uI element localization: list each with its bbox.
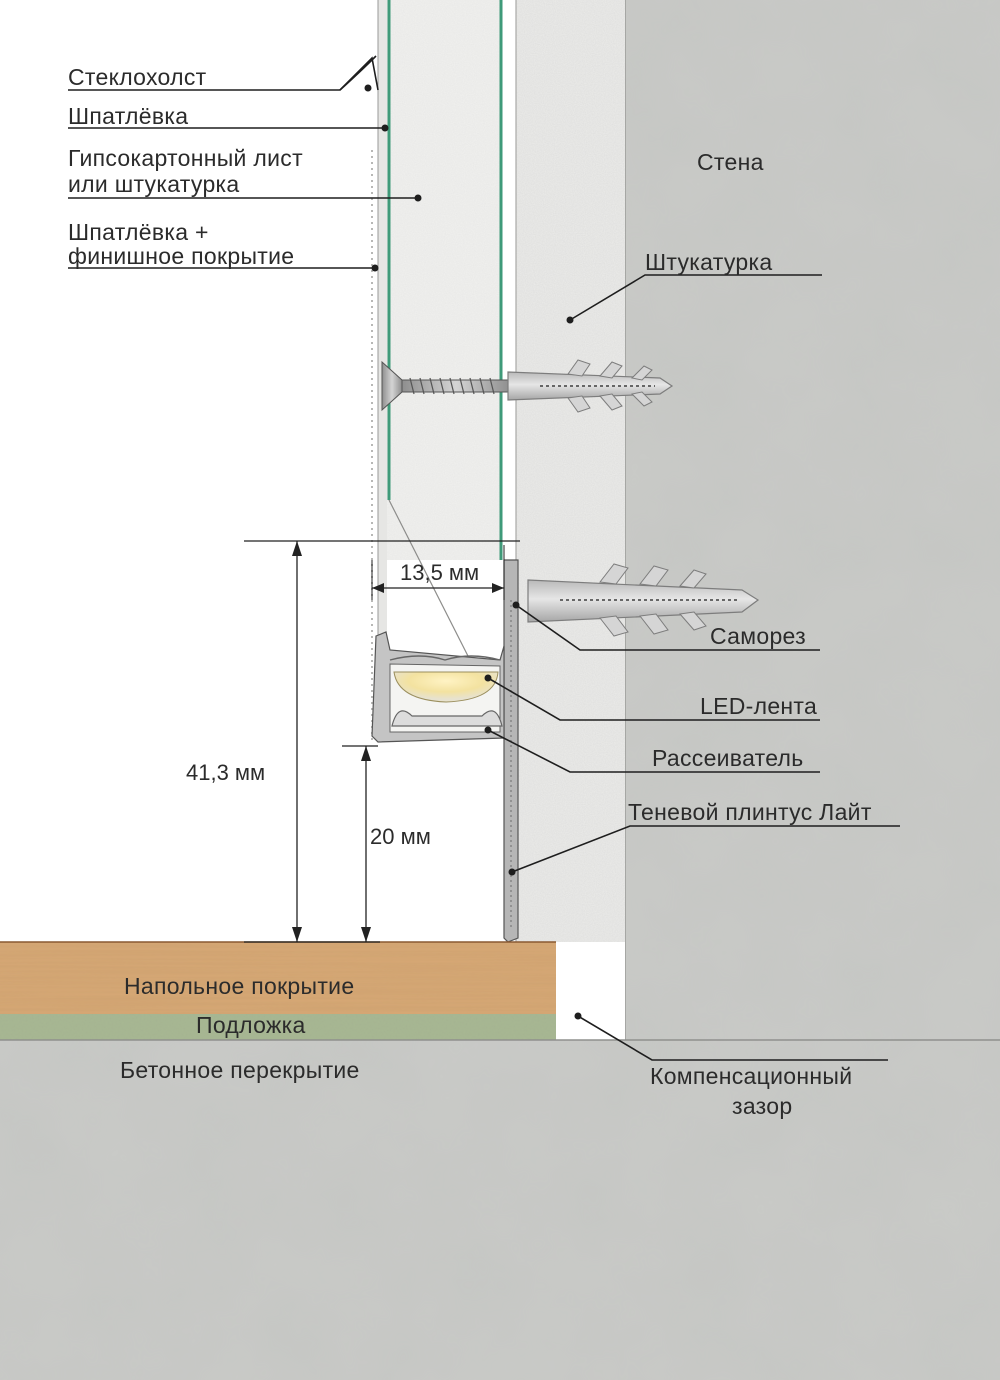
concrete-wall <box>624 0 1000 1040</box>
dimension-total-height <box>244 540 520 943</box>
dimension-width <box>371 545 505 600</box>
label-expansion-gap-line1: Компенсационный <box>650 1063 852 1089</box>
label-drywall-line2: или штукатурка <box>68 171 240 197</box>
dimension-gap-height <box>342 745 378 942</box>
label-diffuser: Рассеиватель <box>652 745 804 771</box>
floor-covering-layer <box>0 941 556 1014</box>
label-underlay: Подложка <box>196 1012 306 1038</box>
label-putty-finish-line1: Шпатлёвка + <box>68 219 209 245</box>
label-shadow-baseboard: Теневой плинтус Лайт <box>628 799 872 825</box>
underlay-layer <box>0 1014 556 1040</box>
label-plaster: Штукатурка <box>645 249 772 275</box>
label-expansion-gap-line2: зазор <box>732 1093 792 1119</box>
dimension-gap-height-label: 20 мм <box>370 824 431 849</box>
expansion-gap <box>556 942 625 1040</box>
label-concrete-slab: Бетонное перекрытие <box>120 1057 360 1083</box>
label-floor-covering: Напольное покрытие <box>124 973 354 999</box>
leader-lines <box>68 55 900 1061</box>
concrete-slab <box>0 1039 1000 1380</box>
label-led-strip: LED-лента <box>700 693 817 719</box>
plaster-layer <box>515 0 625 942</box>
label-putty: Шпатлёвка <box>68 103 188 129</box>
drywall-board <box>371 0 503 740</box>
dimension-width-label: 13,5 мм <box>400 560 479 585</box>
dowel-lower <box>527 563 760 637</box>
dimension-total-height-label: 41,3 мм <box>186 760 265 785</box>
dowel-upper <box>507 359 674 413</box>
label-drywall-line1: Гипсокартонный лист <box>68 145 303 171</box>
shadow-baseboard-profile <box>371 559 519 943</box>
label-wall: Стена <box>697 149 764 175</box>
label-glass-fabric: Стеклохолст <box>68 64 207 90</box>
label-screw: Саморез <box>710 623 806 649</box>
diffuser <box>391 710 503 727</box>
label-putty-finish-line2: финишное покрытие <box>68 243 294 269</box>
